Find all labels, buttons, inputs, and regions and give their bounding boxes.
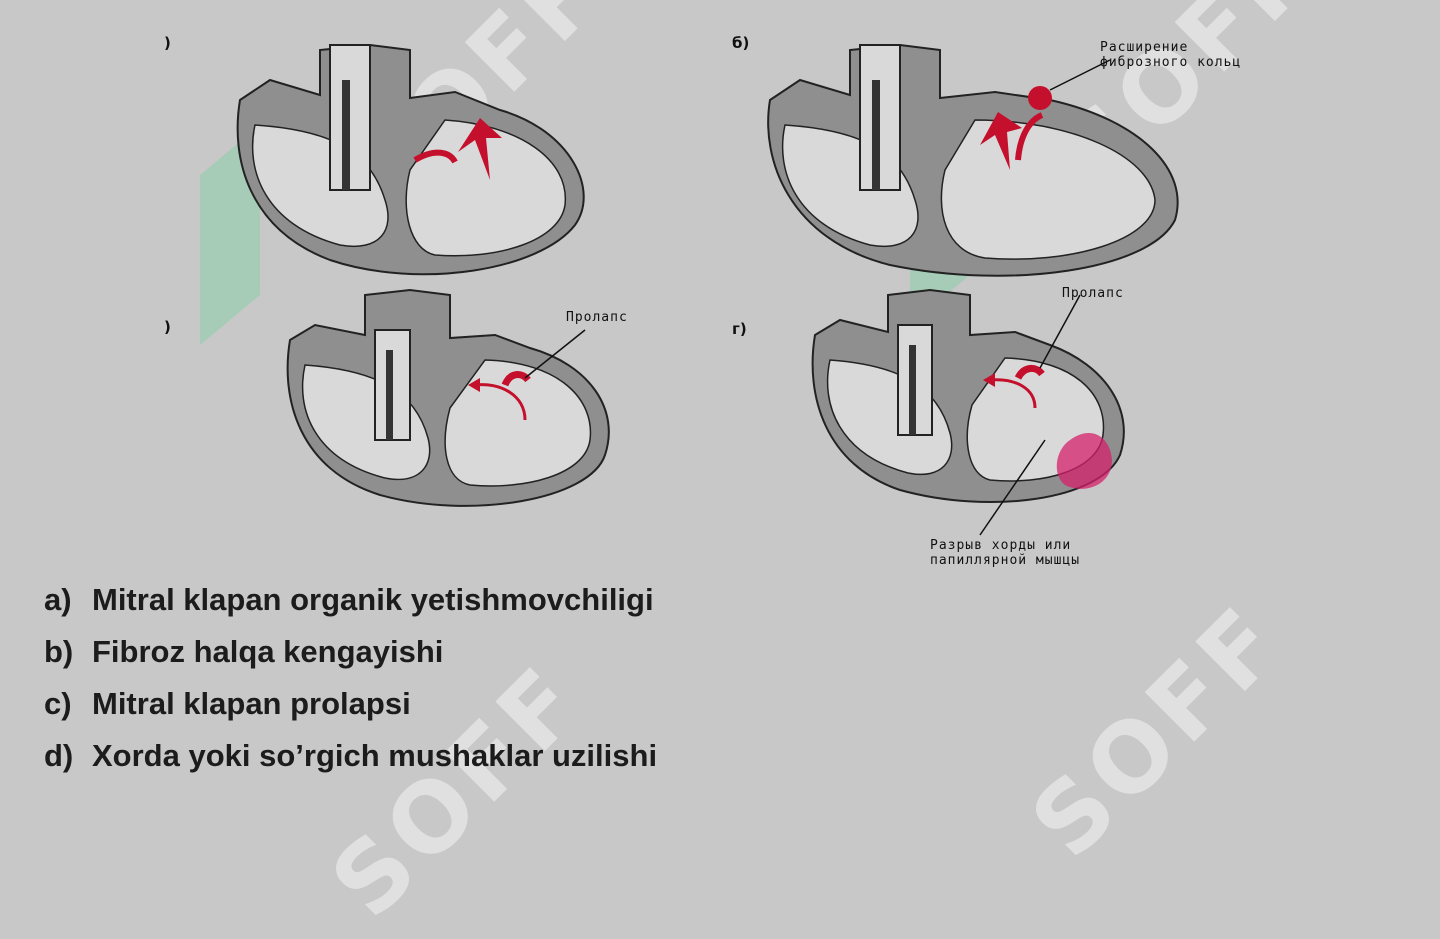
- left-ventricle-cavity: [444, 359, 592, 487]
- caption-item-d: d) Xorda yoki so’rgich mushaklar uzilishi: [44, 730, 657, 782]
- panel-b-letter: б): [732, 34, 750, 52]
- annotation-pointer-line: [1049, 59, 1111, 91]
- caption-mark: a): [44, 582, 72, 617]
- annotation-pointer-line: [524, 329, 586, 379]
- caption-text: Xorda yoki so’rgich mushaklar uzilishi: [92, 738, 658, 773]
- slide: SOFF SOFF SOFF SOFF ) б) Расширение фибр…: [44, 0, 1336, 939]
- annulus-leaflet-red: [1015, 112, 1044, 161]
- diagram-panel-b: б) Расширение фиброзного кольц: [730, 30, 1320, 280]
- caption-item-c: c) Mitral klapan prolapsi: [44, 678, 657, 730]
- annotation-annulus-dilation: Расширение фиброзного кольц: [1100, 40, 1242, 70]
- caption-text: Mitral klapan prolapsi: [92, 686, 411, 721]
- diagram-panel-a: ): [160, 30, 585, 280]
- heart-diagram-a: [236, 43, 585, 276]
- prolapse-arrow-red: [989, 378, 1037, 409]
- flow-arrow-red: [980, 112, 1022, 170]
- prolapse-arrow-red: [474, 383, 527, 421]
- annotation-prolapse-d: Пролапс: [1062, 286, 1124, 301]
- flow-arrow-red: [458, 118, 502, 180]
- caption-text: Fibroz halqa kengayishi: [92, 634, 444, 669]
- prolapse-arrow-head: [468, 378, 480, 392]
- panel-c-letter: ): [164, 318, 171, 336]
- prolapse-arrow-head: [983, 373, 995, 387]
- diagram-panel-c: ) Пролапс: [160, 288, 680, 520]
- left-ventricle-cavity: [940, 119, 1156, 260]
- caption-mark: c): [44, 686, 72, 721]
- panel-d-letter: г): [732, 320, 747, 338]
- annotation-chord-rupture: Разрыв хорды или папиллярной мышцы: [930, 538, 1081, 568]
- caption-mark: b): [44, 634, 74, 669]
- papillary-rupture-area: [1056, 432, 1112, 489]
- heart-diagram-d: [811, 288, 1125, 536]
- caption-mark: d): [44, 738, 74, 773]
- heart-diagram-c: [286, 288, 610, 507]
- annotation-pointer-line: [1039, 294, 1081, 369]
- annotation-pointer-line-rupture: [979, 439, 1046, 536]
- panel-a-letter: ): [164, 34, 171, 52]
- heart-diagram-b: [767, 43, 1179, 277]
- annotation-prolapse-c: Пролапс: [566, 310, 628, 325]
- valve-leaflet-red: [413, 149, 458, 164]
- caption-item-b: b) Fibroz halqa kengayishi: [44, 626, 657, 678]
- annulus-dilation-dot: [1028, 86, 1052, 110]
- diagram-panel-d: г) Пролапс Разрыв хорды или папиллярной …: [730, 280, 1190, 580]
- prolapse-leaflet-red: [1014, 365, 1045, 380]
- caption-item-a: a) Mitral klapan organik yetishmovchiligi: [44, 574, 657, 626]
- caption-text: Mitral klapan organik yetishmovchiligi: [92, 582, 654, 617]
- watermark-text-bottom-right: SOFF: [1010, 583, 1306, 880]
- prolapse-leaflet-red: [501, 371, 531, 387]
- caption-list: a) Mitral klapan organik yetishmovchiligi…: [44, 574, 657, 782]
